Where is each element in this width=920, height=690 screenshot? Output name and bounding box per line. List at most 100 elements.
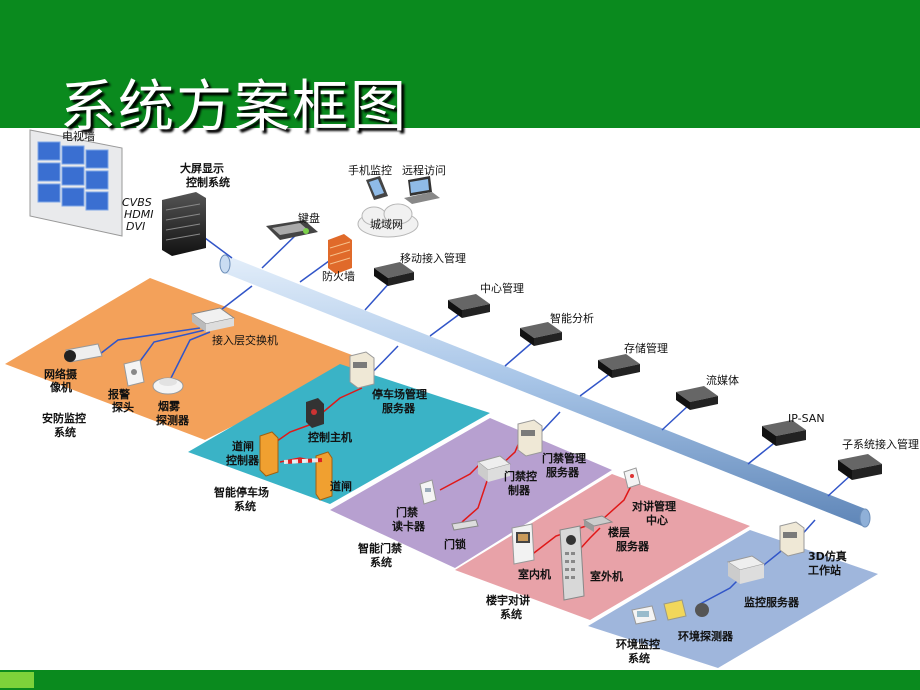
keyboard-label: 键盘: [298, 211, 320, 225]
access-controller-label-1: 门禁控: [504, 469, 537, 483]
intercom-center-label-1: 对讲管理: [632, 499, 676, 513]
mobile-access-mgmt-device: [374, 262, 414, 286]
network-camera: [64, 343, 103, 363]
access-zone: [330, 418, 612, 568]
parking-server-label-2: 服务器: [382, 401, 416, 415]
signal-hdmi: HDMI: [124, 208, 153, 221]
gate-label: 道闸: [330, 479, 352, 493]
barrier-gate: [283, 451, 333, 501]
intercom-title-1: 楼宇对讲: [486, 593, 530, 607]
streaming-media-device: [676, 386, 718, 410]
alarm-detector: [123, 359, 145, 387]
center-mgmt-label: 中心管理: [480, 281, 524, 295]
security-title-2: 系统: [54, 425, 76, 439]
wan-label: 城域网: [370, 218, 403, 231]
workstation-label-1: 3D仿真: [808, 549, 847, 563]
firewall: [328, 234, 352, 274]
storage-mgmt-device: [598, 354, 640, 378]
display-system-label-2: 控制系统: [186, 175, 230, 189]
parking-server: [349, 351, 375, 389]
environment-zone: [588, 530, 878, 668]
alarm-label-2: 探头: [112, 400, 134, 414]
subsystem-access-mgmt-device: [838, 454, 882, 480]
remote-label: 远程访问: [402, 164, 446, 177]
intercom-zone: [455, 474, 750, 620]
environment-sensor-label: 环境探测器: [678, 629, 734, 643]
wan-cloud: [357, 203, 419, 238]
footer-bar: [0, 670, 920, 690]
diagram-stage: 电视墙 CVBS HDMI DVI 大屏显示 控制系统 键盘 防火墙 城域网 手…: [0, 128, 920, 670]
monitoring-server: [726, 555, 766, 584]
environment-title-1: 环境监控: [616, 637, 660, 651]
environment-title-2: 系统: [628, 651, 650, 665]
intercom-center: [623, 467, 641, 489]
ip-san-label: IP-SAN: [788, 412, 825, 425]
footer-accent: [0, 672, 34, 688]
outdoor-unit-label: 室外机: [590, 569, 623, 583]
smart-analysis-label: 智能分析: [550, 311, 594, 325]
video-wall: [29, 129, 123, 237]
control-host-label: 控制主机: [308, 430, 352, 444]
environment-sensors: [631, 599, 709, 625]
video-wall-label: 电视墙: [62, 129, 95, 143]
card-reader: [419, 479, 437, 505]
access-title-2: 系统: [370, 555, 392, 569]
mobile-access-mgmt-label: 移动接入管理: [400, 251, 466, 265]
door-lock: [451, 519, 479, 531]
camera-label-1: 网络摄: [44, 367, 78, 381]
workstation-label-2: 工作站: [808, 563, 841, 577]
subsystem-access-mgmt-label: 子系统接入管理: [842, 437, 919, 451]
camera-label-2: 像机: [50, 380, 72, 394]
floor-server-label-2: 服务器: [616, 539, 650, 553]
indoor-unit: [511, 523, 535, 565]
smoke-label-2: 探测器: [156, 413, 190, 427]
access-server: [517, 419, 543, 457]
security-links: [99, 327, 211, 381]
parking-title-2: 系统: [234, 499, 256, 513]
card-reader-label-1: 门禁: [396, 505, 418, 519]
access-controller-label-2: 制器: [508, 483, 531, 497]
security-title-1: 安防监控: [42, 411, 86, 425]
ip-san-device: [762, 420, 806, 446]
backbone-devices: [374, 262, 882, 480]
laptop: [404, 176, 440, 204]
mobile-phone: [366, 176, 388, 200]
storage-mgmt-label: 存储管理: [624, 341, 668, 355]
parking-title-1: 智能停车场: [214, 485, 269, 499]
access-switch: [190, 307, 236, 332]
parking-server-label-1: 停车场管理: [372, 387, 427, 401]
smart-analysis-device: [520, 322, 562, 346]
keyboard: [266, 220, 318, 240]
signal-dvi: DVI: [126, 220, 145, 233]
access-server-label-2: 服务器: [546, 465, 580, 479]
smoke-label-1: 烟雾: [158, 399, 181, 413]
gate-controller-label-2: 控制器: [226, 453, 260, 467]
card-reader-label-2: 读卡器: [392, 519, 426, 533]
intercom-title-2: 系统: [500, 607, 522, 621]
access-switch-label: 接入层交换机: [212, 333, 278, 347]
control-host: [306, 398, 324, 428]
slide-title: 系统方案框图: [60, 75, 408, 140]
backbone-pipe: [219, 254, 871, 528]
security-zone: [5, 278, 365, 440]
display-system-label-1: 大屏显示: [180, 161, 224, 175]
gate-controller: [259, 431, 279, 477]
center-mgmt-device: [448, 294, 490, 318]
system-diagram: 电视墙 CVBS HDMI DVI 大屏显示 控制系统 键盘 防火墙 城域网 手…: [5, 129, 919, 668]
access-title-1: 智能门禁: [358, 541, 402, 555]
access-controller: [476, 455, 512, 482]
alarm-label-1: 报警: [108, 387, 130, 401]
monitoring-server-label: 监控服务器: [744, 595, 800, 609]
indoor-unit-label: 室内机: [518, 567, 551, 581]
floor-server-label-1: 楼层: [608, 525, 630, 539]
smoke-detector: [152, 377, 184, 395]
outdoor-unit: [559, 525, 585, 601]
title-bar: [0, 0, 920, 128]
intercom-center-label-2: 中心: [646, 513, 668, 527]
streaming-media-label: 流媒体: [706, 373, 739, 387]
simulation-workstation: [779, 521, 805, 557]
floor-server: [582, 515, 614, 532]
door-lock-label: 门锁: [444, 537, 466, 551]
signal-cvbs: CVBS: [122, 196, 152, 209]
firewall-label: 防火墙: [322, 269, 355, 283]
